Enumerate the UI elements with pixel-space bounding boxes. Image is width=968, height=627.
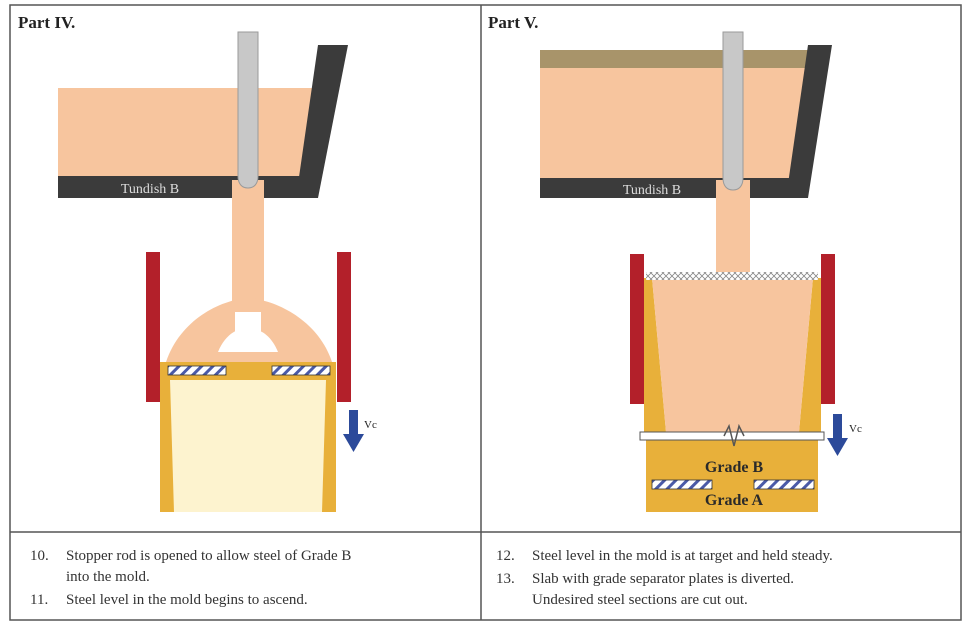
mold-plate-right (821, 254, 835, 404)
mold-plate-left (146, 252, 160, 402)
panel-title: Part V. (488, 13, 538, 32)
separator-plate-left (167, 365, 227, 376)
separator-plate-right (753, 479, 815, 490)
tundish-label: Tundish B (623, 183, 681, 198)
cut-line (639, 423, 825, 447)
tundish-bottom (58, 176, 318, 198)
solid-strand (646, 440, 818, 512)
tundish-side-wall (786, 45, 832, 198)
casting-velocity-arrow (827, 414, 848, 456)
tundish-lid (540, 50, 810, 68)
submerged-entry-nozzle (232, 180, 264, 320)
tundish: Tundish B (540, 45, 832, 198)
solid-shell-left (644, 278, 666, 432)
cold-slab (170, 380, 326, 512)
solid-shell-right (799, 278, 821, 432)
stopper-rod (237, 31, 259, 189)
separator-plate-right (271, 365, 331, 376)
velocity-label: Vc (849, 423, 862, 435)
panel-frame (9, 4, 962, 621)
stream-gap (218, 328, 278, 352)
panel-part-v: Part V. Tundish B Grade B Grade A (488, 13, 862, 512)
nozzle-port (235, 312, 261, 332)
mold-plate-left (630, 254, 644, 404)
liquid-pool (652, 278, 813, 432)
nozzle-port (719, 318, 747, 332)
velocity-label: Vc (364, 419, 377, 431)
tundish: Tundish B (58, 45, 348, 198)
stopper-rod (722, 31, 744, 191)
grade-upper-label: Grade B (705, 459, 764, 476)
mold-flux-layer (646, 272, 818, 280)
panel-title: Part IV. (18, 13, 75, 32)
separator-plate-left (651, 479, 713, 490)
mold-plate-right (337, 252, 351, 402)
casting-velocity-arrow (343, 410, 364, 452)
panel-part-iv: Part IV. Tundish B Vc (18, 13, 377, 512)
grade-lower-label: Grade A (705, 492, 764, 509)
tundish-side-wall (296, 45, 348, 198)
tundish-label: Tundish B (121, 182, 179, 197)
